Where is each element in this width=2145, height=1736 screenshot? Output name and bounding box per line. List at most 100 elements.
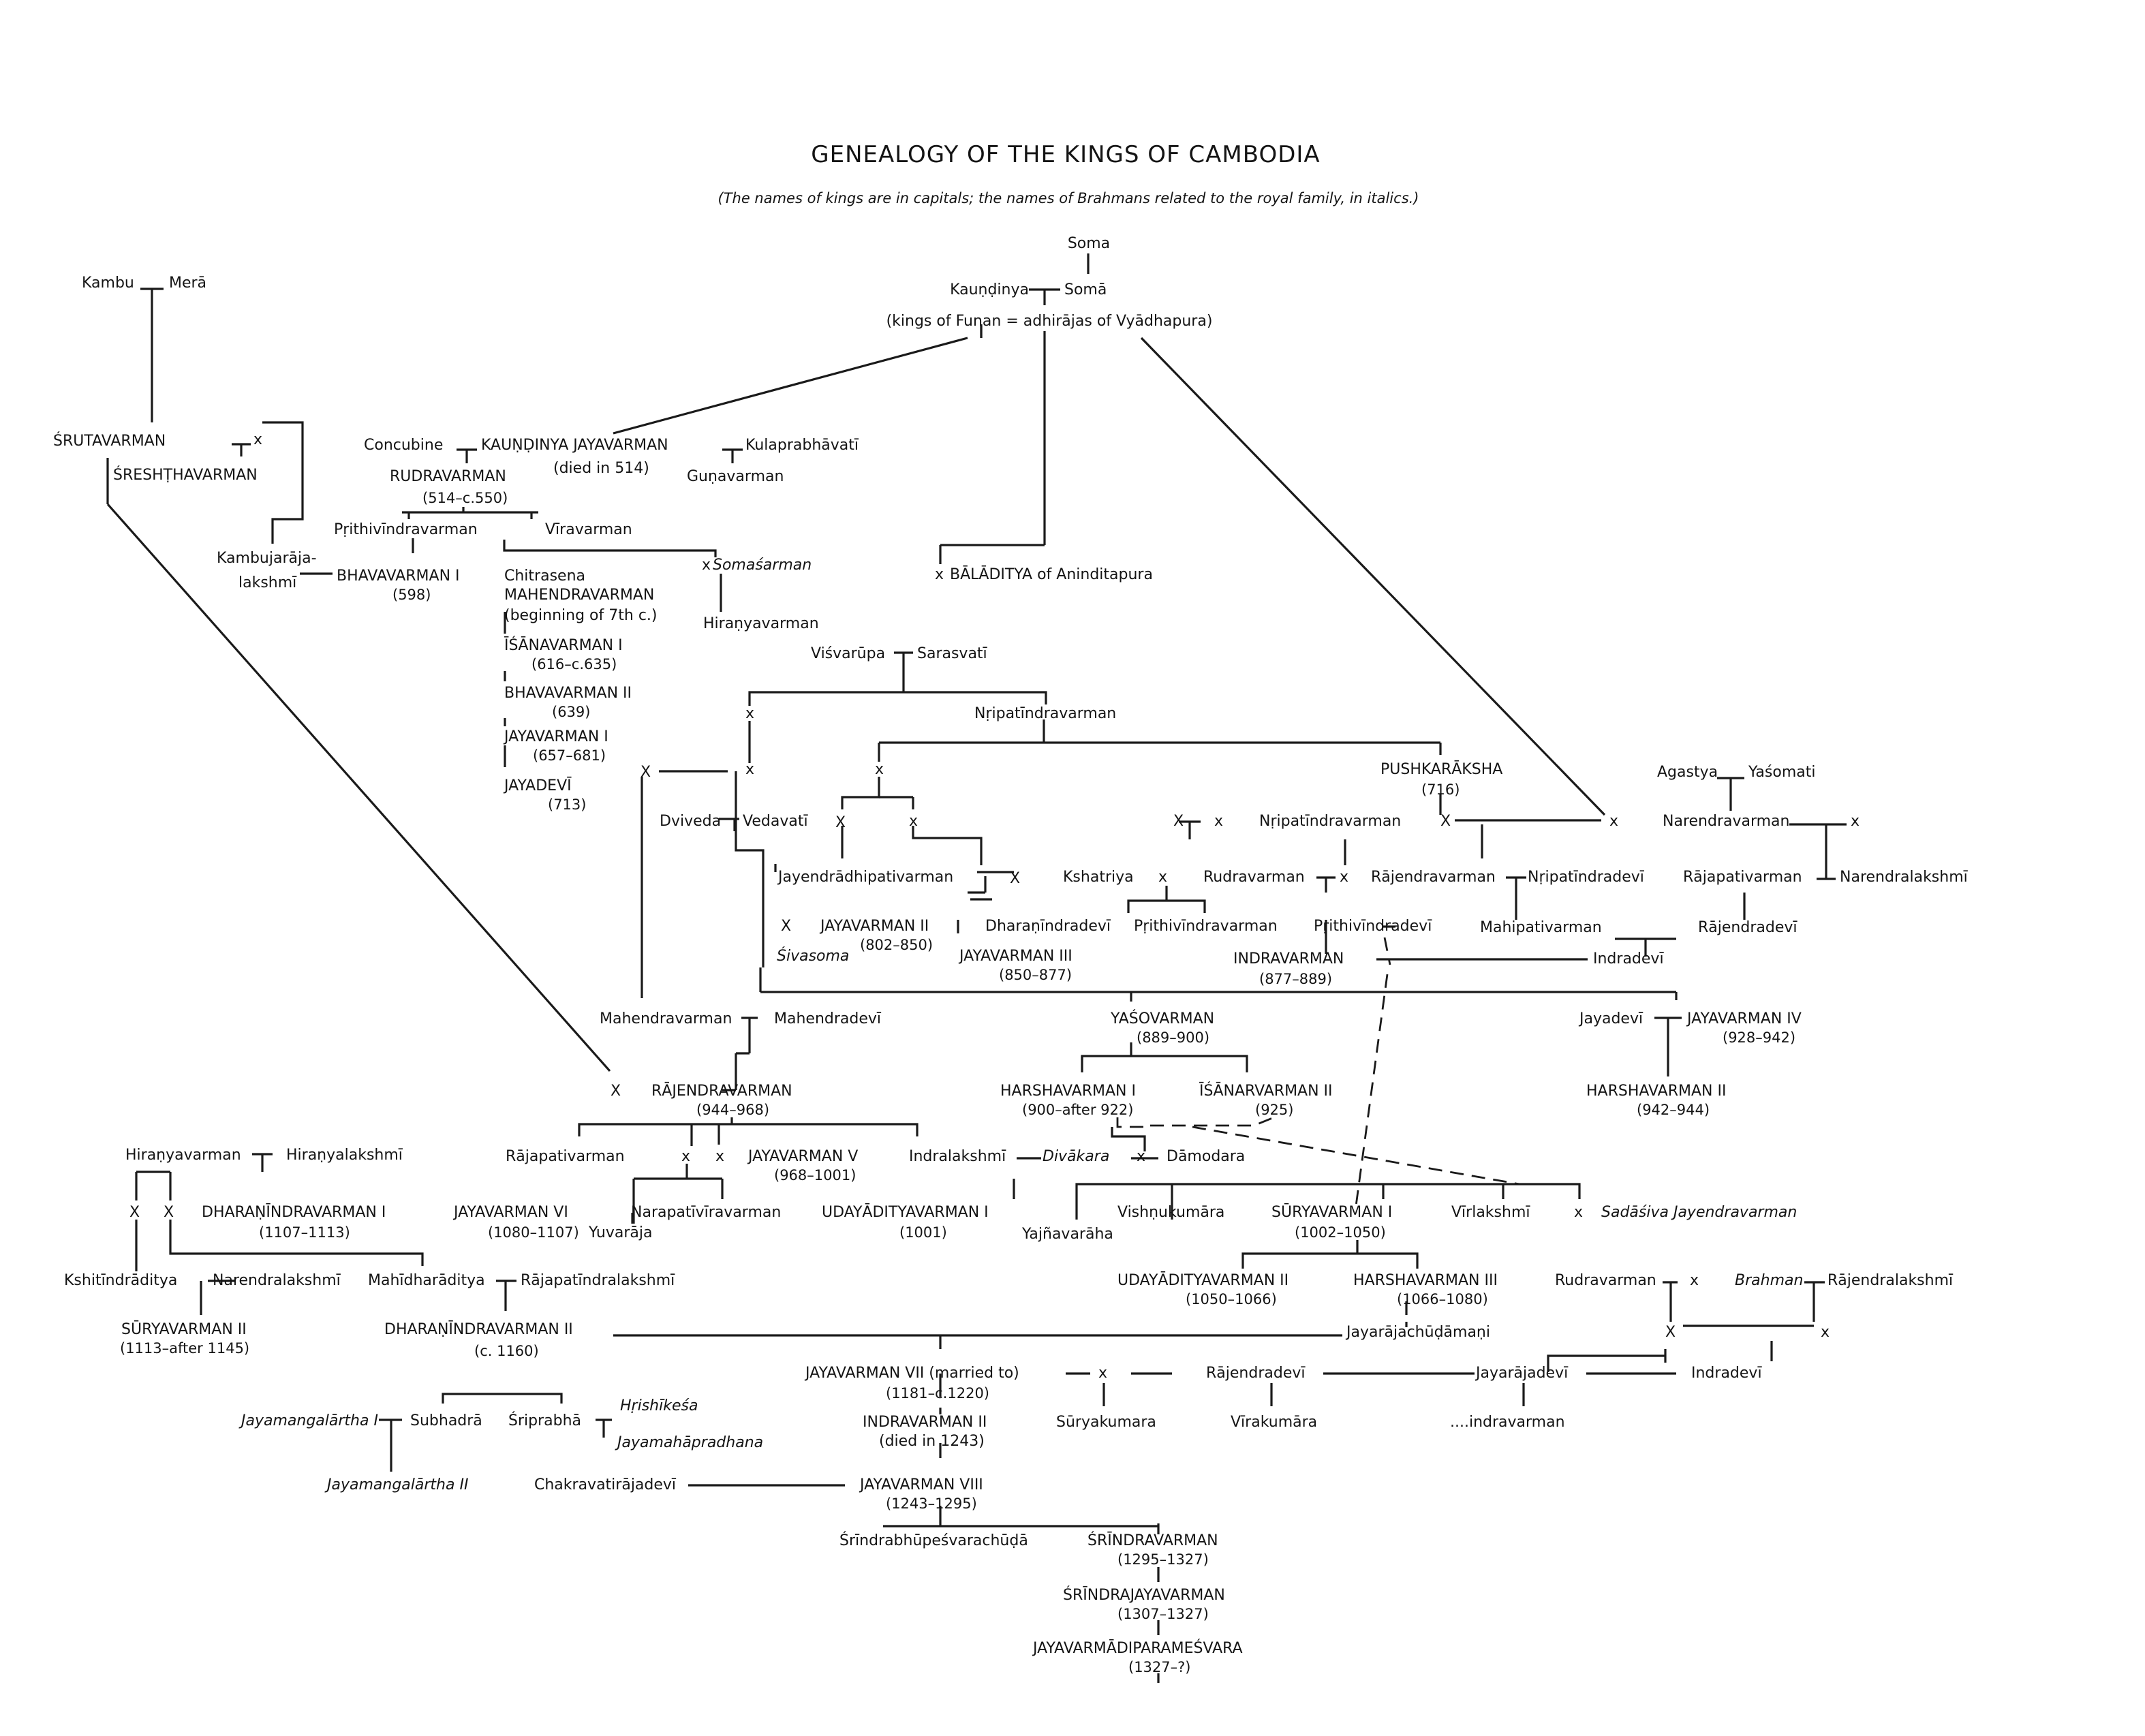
name-x-w: x: [1821, 1324, 1830, 1341]
name-hrishikesa: Hṛishīkeśa: [620, 1397, 698, 1414]
dates-suryavarman-2: (1113–after 1145): [120, 1340, 249, 1357]
dates-dharanindravarman-2: (c. 1160): [474, 1343, 539, 1359]
chart-title: GENEALOGY OF THE KINGS OF CAMBODIA: [811, 141, 1320, 168]
name-x-r: X: [129, 1204, 140, 1221]
name-narendralakshmi-2: Narendralakshmī: [213, 1272, 341, 1289]
chart-subtitle: (The names of kings are in capitals; the…: [718, 190, 1419, 206]
name-jayavarman-4: JAYAVARMAN IV: [1686, 1010, 1802, 1027]
name-kambujaraja-2: lakshmī: [238, 574, 297, 591]
name-mahendravarman-1: MAHENDRAVARMAN: [504, 587, 654, 604]
name-rudravarman-1: RUDRAVARMAN: [390, 468, 506, 485]
name-vedavati: Vedavatī: [743, 813, 808, 830]
dates-dharanindravarman-1: (1107–1113): [259, 1224, 350, 1241]
name-nripatindradevi: Nṛipatīndradevī: [1528, 869, 1645, 886]
name-rudravarman-3: Rudravarman: [1555, 1272, 1656, 1289]
name-kshatriya: Kshatriya: [1063, 869, 1134, 886]
dates-harshavarman-3: (1066–1080): [1397, 1291, 1488, 1307]
dates-jayavarman-2: (802–850): [860, 937, 933, 953]
name-udayadityavarman-2: UDAYĀDITYAVARMAN II: [1117, 1272, 1288, 1289]
name-indravarman-dots: ....indravarman: [1450, 1414, 1565, 1431]
name-suryakumara: Sūryakumara: [1056, 1414, 1156, 1431]
name-dharanindradevi: Dharaṇīndradevī: [985, 918, 1111, 935]
name-yasovarman: YAŚOVARMAN: [1110, 1010, 1214, 1027]
dates-bhavavarman-2: (639): [552, 704, 590, 720]
name-jayadevi-1: JAYADEVĪ: [503, 777, 572, 794]
name-x-j: x: [1158, 869, 1167, 886]
name-srindrabhupesvarachuda: Śrīndrabhūpeśvarachūḍā: [839, 1532, 1028, 1549]
name-indralakshmi: Indralakshmī: [909, 1148, 1006, 1165]
name-rajapatindralakshmi: Rājapatīndralakshmī: [521, 1272, 675, 1289]
name-jayamahapradhana: Jayamahāpradhana: [615, 1434, 763, 1451]
name-jayavarman-8: JAYAVARMAN VIII: [859, 1476, 983, 1493]
name-jayavarmadiparamesvara: JAYAVARMĀDIPARAMEŚVARA: [1032, 1639, 1243, 1657]
name-jayarajachudamani: Jayarājachūḍāmaṇi: [1345, 1324, 1490, 1341]
name-sadasiva-jayendravarman: Sadāśiva Jayendravarman: [1601, 1204, 1797, 1221]
name-rajendradevi-1: Rājendradevī: [1698, 919, 1797, 936]
dates-jayavarman-8: (1243–1295): [886, 1495, 977, 1512]
name-x-l: X: [1440, 813, 1451, 830]
name-jayavarman-7: JAYAVARMAN VII (married to): [804, 1365, 1019, 1382]
name-mahidharaditya: Mahīdharāditya: [368, 1272, 485, 1289]
name-bhavavarman-2: BHAVAVARMAN II: [504, 685, 632, 702]
name-x-f: X: [1010, 870, 1020, 887]
dates-pushkaraksha: (716): [1421, 781, 1460, 798]
name-nripatindravarman-1: Nṛipatīndravarman: [974, 705, 1116, 722]
name-funan: (kings of Funan = adhirājas of Vyādhapur…: [886, 313, 1213, 330]
name-x-b: x: [745, 761, 754, 778]
name-visvarupa: Viśvarūpa: [811, 645, 885, 662]
dates-bhavavarman-1: (598): [392, 587, 431, 603]
name-chitrasena: Chitrasena: [504, 568, 585, 585]
name-jayendradhipativarman: Jayendrādhipativarman: [777, 869, 953, 886]
name-gunavarman: Guṇavarman: [687, 468, 784, 485]
dates-indravarman: (877–889): [1259, 971, 1332, 987]
name-isanavarman-2: ĪŚĀNARVARMAN II: [1199, 1082, 1333, 1100]
name-dharanindravarman-2: DHARAṆĪNDRAVARMAN II: [384, 1321, 573, 1338]
name-indradevi-2: Indradevī: [1691, 1365, 1762, 1382]
name-x-x: x: [1098, 1365, 1107, 1382]
name-soma-top: Soma: [1068, 235, 1110, 252]
dates-jayadevi-1: (713): [548, 796, 586, 813]
name-jayarajadevi: Jayarājadevī: [1475, 1365, 1569, 1382]
name-baladitya: BĀLĀDITYA of Aninditapura: [950, 566, 1153, 583]
name-mahipativarman: Mahipativarman: [1480, 919, 1602, 936]
name-jayavarman-6: JAYAVARMAN VI: [452, 1204, 568, 1221]
dates-rudravarman-1: (514–c.550): [422, 490, 508, 506]
name-suryavarman-1: SŪRYAVARMAN I: [1271, 1203, 1392, 1221]
name-x-m: x: [1609, 813, 1618, 830]
name-soma: Somā: [1064, 281, 1107, 298]
dates-jayavarman-3: (850–877): [999, 967, 1072, 983]
name-x-u: x: [1690, 1272, 1699, 1289]
name-rajendravarman-2: RĀJENDRAVARMAN: [651, 1083, 792, 1100]
name-yuvaraja: Yuvarāja: [588, 1224, 652, 1241]
name-mahendravarman-2: Mahendravarman: [600, 1010, 732, 1027]
name-jayamangalartha-1: Jayamangalārtha I: [238, 1412, 378, 1429]
name-x-v: X: [1665, 1324, 1676, 1341]
name-x-baladitya: x: [935, 566, 944, 583]
name-x-sruta: x: [253, 431, 262, 448]
dates-harshavarman-2: (942–944): [1637, 1102, 1710, 1118]
name-x-o: x: [681, 1148, 690, 1165]
dates-jayavarman-7: (1181–c.1220): [886, 1385, 989, 1401]
name-pushkaraksha: PUSHKARĀKSHA: [1380, 761, 1502, 778]
name-x-g: X: [781, 918, 791, 935]
note-kaundinya-jayavarman: (died in 514): [553, 460, 649, 477]
name-udayadityavarman-1: UDAYĀDITYAVARMAN I: [822, 1204, 989, 1221]
name-x-c: x: [875, 761, 884, 778]
name-rajendralakshmi: Rājendralakshmī: [1827, 1272, 1954, 1289]
name-x-p: x: [715, 1148, 724, 1165]
name-jayamangalartha-2: Jayamangalārtha II: [324, 1476, 468, 1493]
name-isanavarman-1: ĪŚĀNAVARMAN I: [504, 636, 623, 654]
name-big-x-1: X: [641, 764, 651, 781]
name-hiranyavarman-2: Hiraṇyavarman: [125, 1147, 241, 1164]
name-kshitindraditya: Kshitīndrāditya: [64, 1272, 177, 1289]
name-jayadevi-2: Jayadevī: [1578, 1010, 1644, 1027]
name-rajapativarman-1: Rājapativarman: [1683, 869, 1802, 886]
dates-jayavarman-1: (657–681): [533, 747, 606, 764]
name-x-s: X: [164, 1204, 174, 1221]
dates-rajendravarman-2: (944–968): [696, 1102, 769, 1118]
dates-jayavarman-6: (1080–1107): [488, 1224, 579, 1241]
name-x-a: x: [745, 705, 754, 722]
name-rajapativarman-2: Rājapativarman: [506, 1148, 625, 1165]
name-indradevi-1: Indradevī: [1593, 950, 1664, 967]
